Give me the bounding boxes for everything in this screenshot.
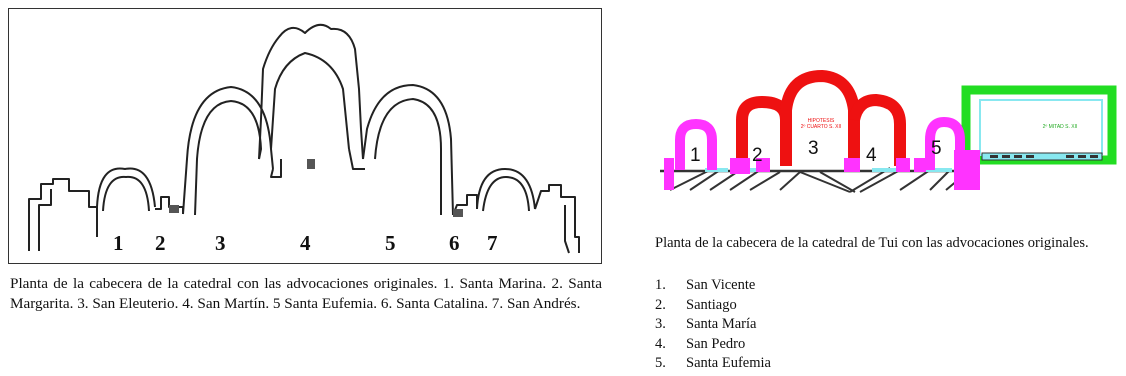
left-label-2: 2 [155,231,166,255]
left-floor-plan-drawing [28,23,580,254]
hypothesis-line-2: 2º CUARTO S. XII [800,124,842,130]
left-label-6: 6 [449,231,460,255]
list-item: 4.San Pedro [655,335,746,352]
list-item: 5.Santa Eufemia [655,355,771,371]
hypothesis-line-1: HIPOTESIS [807,118,835,124]
left-label-3: 3 [215,231,226,255]
right-label-4: 4 [866,145,877,166]
left-label-5: 5 [385,231,396,255]
list-item: 1.San Vicente [655,277,756,293]
green-area-label: 2º MITAD S. XII [1042,124,1078,130]
left-figure-caption: Planta de la cabecera de la catedral con… [10,275,602,312]
advocation-list: 1.San Vicente 2.Santiago 3.Santa María 4… [655,276,771,374]
right-figure-caption: Planta de la cabecera de la catedral de … [655,235,1089,251]
left-label-4: 4 [300,231,311,255]
right-label-3: 3 [808,138,819,159]
hypothesis-label: HIPOTESIS 2º CUARTO S. XII [786,118,856,130]
left-label-7: 7 [487,231,498,255]
left-floor-plan-panel: 1 2 3 4 5 6 7 [8,8,602,264]
list-item: 3.Santa María [655,316,757,332]
right-floor-plan-drawing [660,70,1117,193]
right-label-1: 1 [690,145,701,166]
right-label-2: 2 [752,145,763,166]
right-label-5: 5 [931,138,942,159]
list-item: 2.Santiago [655,296,737,313]
left-label-1: 1 [113,231,124,255]
